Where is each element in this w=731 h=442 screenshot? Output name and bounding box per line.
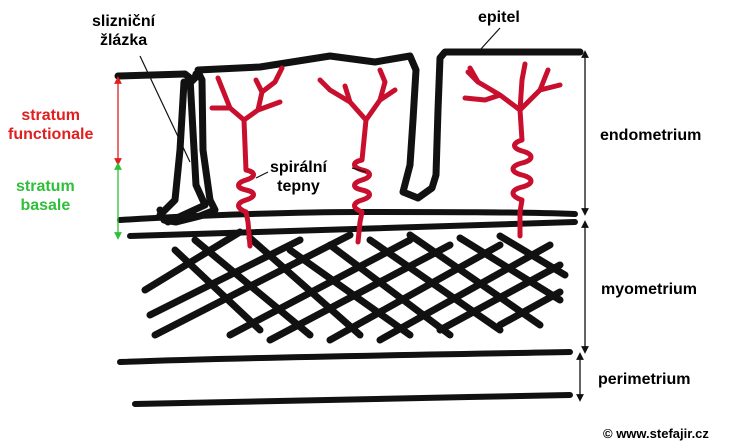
myometrium-label-text: myometrium [601, 281, 698, 298]
spiral-artery-3 [462, 61, 563, 239]
arteries-label-line-1: spirální [270, 159, 327, 176]
gland-label-line-1: slizniční [92, 13, 156, 30]
copyright-text: © www.stefajir.cz [603, 426, 709, 441]
perimetrium-label: perimetrium [598, 370, 690, 389]
functionale-label-line-2: functionale [8, 126, 94, 143]
endometrium-label: endometrium [600, 126, 701, 145]
epitel-label: epitel [478, 8, 520, 27]
stratum-functionale-label: stratum functionale [8, 106, 93, 144]
spiral-artery-1 [209, 65, 285, 249]
spiral-artery-2 [317, 67, 398, 245]
perimetrium-label-text: perimetrium [598, 371, 691, 388]
spiral-arteries-label: spirální tepny [270, 158, 327, 196]
myometrium-crosshatch [141, 228, 569, 344]
arteries-leader-line-1 [255, 171, 269, 179]
stratum-basale-label: stratum basale [16, 177, 75, 215]
myometrium-top-line [127, 219, 578, 239]
epitel-leader-line [479, 27, 501, 51]
myometrium-label: myometrium [601, 280, 697, 299]
arteries-leader-line-2 [351, 167, 367, 173]
epitel-label-text: epitel [478, 9, 520, 26]
spiral-arteries [209, 61, 563, 249]
perimetrium-top-line [117, 349, 573, 365]
functionale-label-line-1: stratum [21, 107, 81, 124]
perimetrium-bottom-line [132, 392, 573, 407]
copyright-label: © www.stefajir.cz [603, 424, 709, 442]
epithelium-surface [114, 48, 584, 226]
arteries-label-line-2: tepny [277, 178, 320, 195]
gland-left-outline [156, 68, 219, 226]
gland-leader-line [139, 55, 191, 163]
basale-label-line-2: basale [20, 197, 71, 214]
gland-label: slizniční žlázka [92, 12, 155, 50]
endometrium-label-text: endometrium [600, 127, 702, 144]
basale-label-line-1: stratum [16, 178, 75, 195]
gland-label-line-2: žlázka [99, 32, 148, 49]
